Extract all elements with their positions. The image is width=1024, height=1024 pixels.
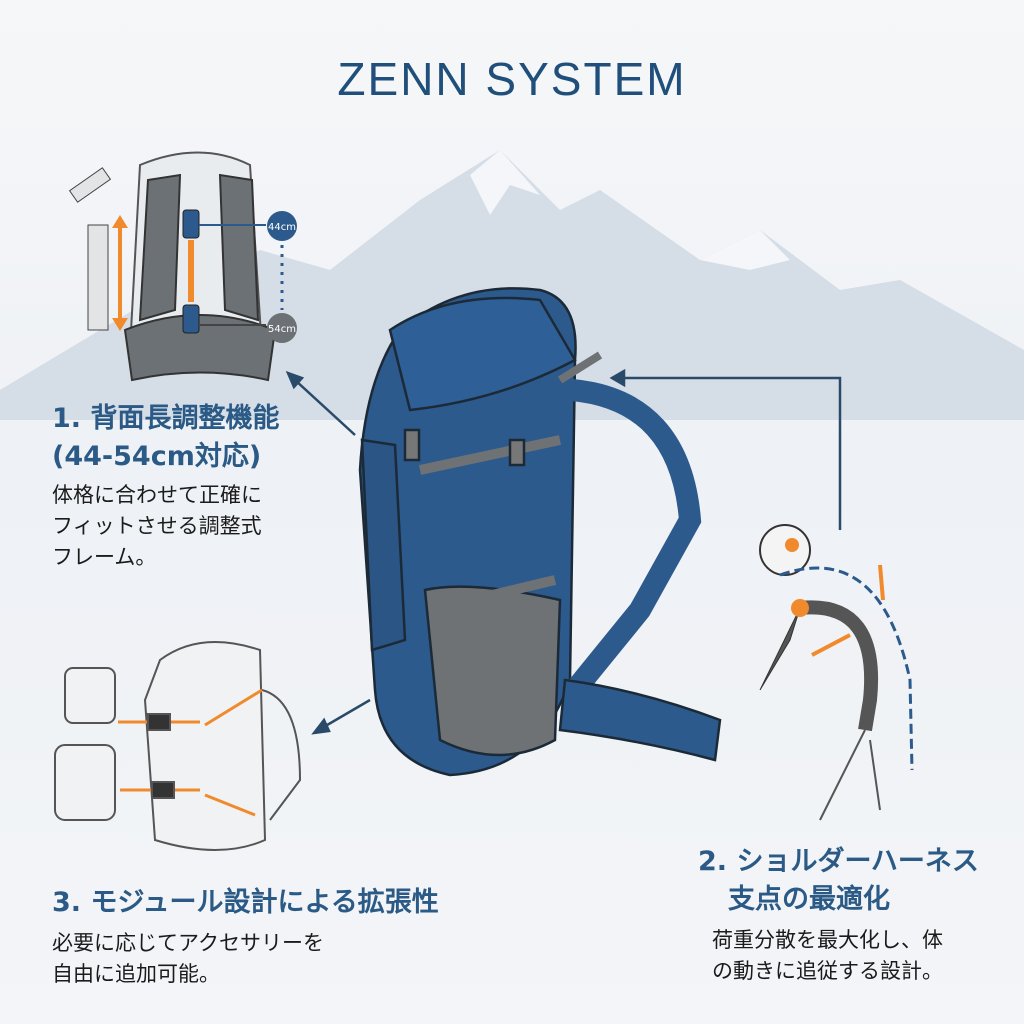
heading-line: (44-54cm対応) xyxy=(52,441,262,472)
modular-diagram xyxy=(54,641,302,851)
shoulder-harness-diagram xyxy=(759,524,914,821)
heading-line: 支点の最適化 xyxy=(728,884,890,915)
ruler-icon xyxy=(87,224,109,331)
torso-bottom-label: 54cm xyxy=(268,324,296,335)
feature-1-body: 体格に合わせて正確に フィットさせる調整式 フレーム。 xyxy=(52,480,262,573)
heading-line: 3. モジュール設計による拡張性 xyxy=(52,887,439,918)
body-line: フィットさせる調整式 xyxy=(52,514,262,538)
body-line: 荷重分散を最大化し、体 xyxy=(712,928,943,952)
body-line: フレーム。 xyxy=(52,545,157,569)
feature-3-heading: 3. モジュール設計による拡張性 xyxy=(52,884,439,922)
pointer-arrows xyxy=(285,368,842,735)
backpack-main xyxy=(358,287,722,777)
torso-adjust-diagram: 44cm 54cm xyxy=(68,151,297,382)
page-title: ZENN SYSTEM xyxy=(337,53,687,105)
heading-line: 2. ショルダーハーネス xyxy=(698,846,979,877)
heading-line: 1. 背面長調整機能 xyxy=(52,403,280,434)
feature-1-heading: 1. 背面長調整機能 (44-54cm対応) xyxy=(52,400,279,476)
body-line: 必要に応じてアクセサリーを xyxy=(52,931,324,955)
feature-2-body: 荷重分散を最大化し、体 の動きに追従する設計。 xyxy=(712,925,943,987)
feature-3-body: 必要に応じてアクセサリーを 自由に追加可能。 xyxy=(52,928,324,990)
torso-top-label: 44cm xyxy=(268,222,296,233)
body-line: 体格に合わせて正確に xyxy=(52,483,262,507)
body-line: の動きに追従する設計。 xyxy=(712,959,943,983)
feature-2-heading: 2. ショルダーハーネス 支点の最適化 xyxy=(698,843,979,919)
body-line: 自由に追加可能。 xyxy=(52,962,220,986)
